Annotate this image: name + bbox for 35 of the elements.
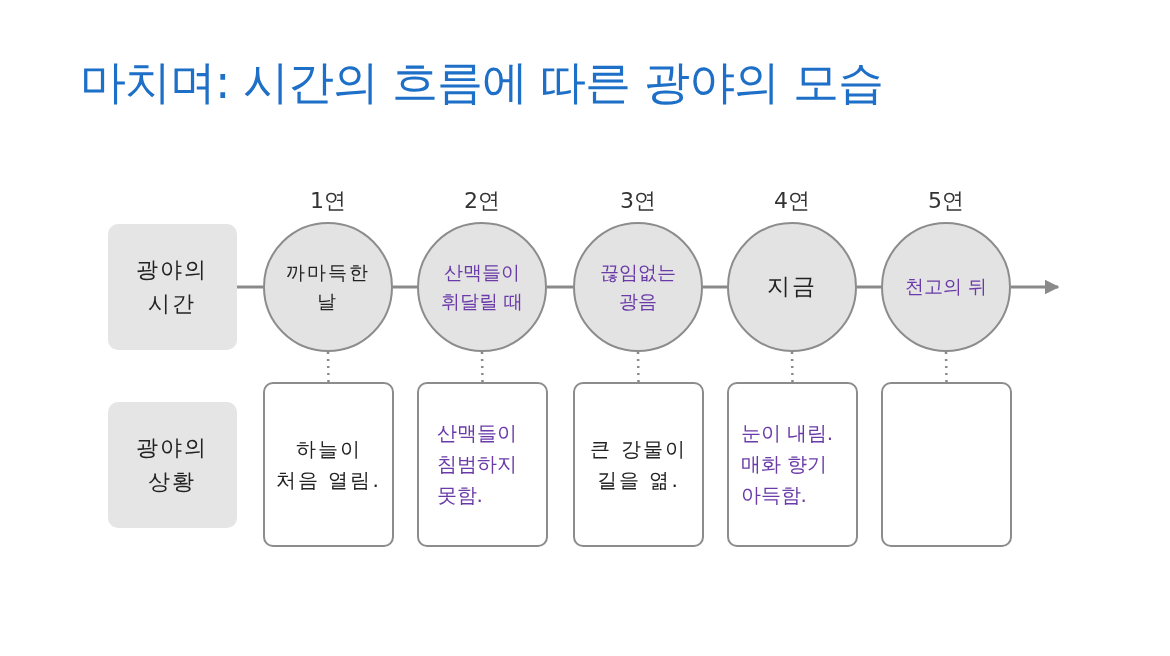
node-text: 산맥들이 휘달릴 때	[439, 259, 524, 314]
node-text: 큰 강물이 길을 엶.	[589, 435, 688, 494]
dotted-connector	[480, 351, 484, 383]
situation-card	[417, 382, 548, 547]
node-text: 광야의 시간	[135, 255, 210, 318]
timeline-line	[237, 285, 263, 289]
timeline-line	[1011, 279, 1060, 295]
node-text: 까마득한 날	[285, 259, 371, 314]
dotted-connector	[326, 351, 330, 383]
node-text: 눈이 내림. 매화 향기 아득함.	[740, 420, 835, 509]
stanza-label: 4연	[774, 187, 810, 215]
timeline-line	[393, 285, 417, 289]
row-header-box	[108, 224, 237, 350]
timeline-line	[547, 285, 573, 289]
slide-title: 마치며: 시간의 흐름에 따른 광야의 모습	[80, 54, 883, 111]
dotted-connector	[636, 351, 640, 383]
situation-card	[263, 382, 394, 547]
node-text: 하늘이 처음 열림.	[275, 435, 382, 494]
stanza-label: 5연	[928, 187, 964, 215]
dotted-connector	[790, 351, 794, 383]
timeline-line	[857, 285, 881, 289]
row-header-box	[108, 402, 237, 528]
stanza-label: 2연	[464, 187, 500, 215]
node-text: 광야의 상황	[135, 433, 210, 496]
node-text: 산맥들이 침범하지 못함.	[436, 420, 518, 509]
timeline-line	[703, 285, 727, 289]
situation-card	[881, 382, 1012, 547]
situation-card	[727, 382, 858, 547]
node-text: 지금	[766, 272, 818, 302]
node-text: 천고의 뒤	[903, 274, 988, 300]
dotted-connector	[944, 351, 948, 383]
stanza-label: 1연	[310, 187, 346, 215]
node-text: 끊임없는 광음	[599, 259, 677, 314]
situation-card	[573, 382, 704, 547]
stanza-label: 3연	[620, 187, 656, 215]
